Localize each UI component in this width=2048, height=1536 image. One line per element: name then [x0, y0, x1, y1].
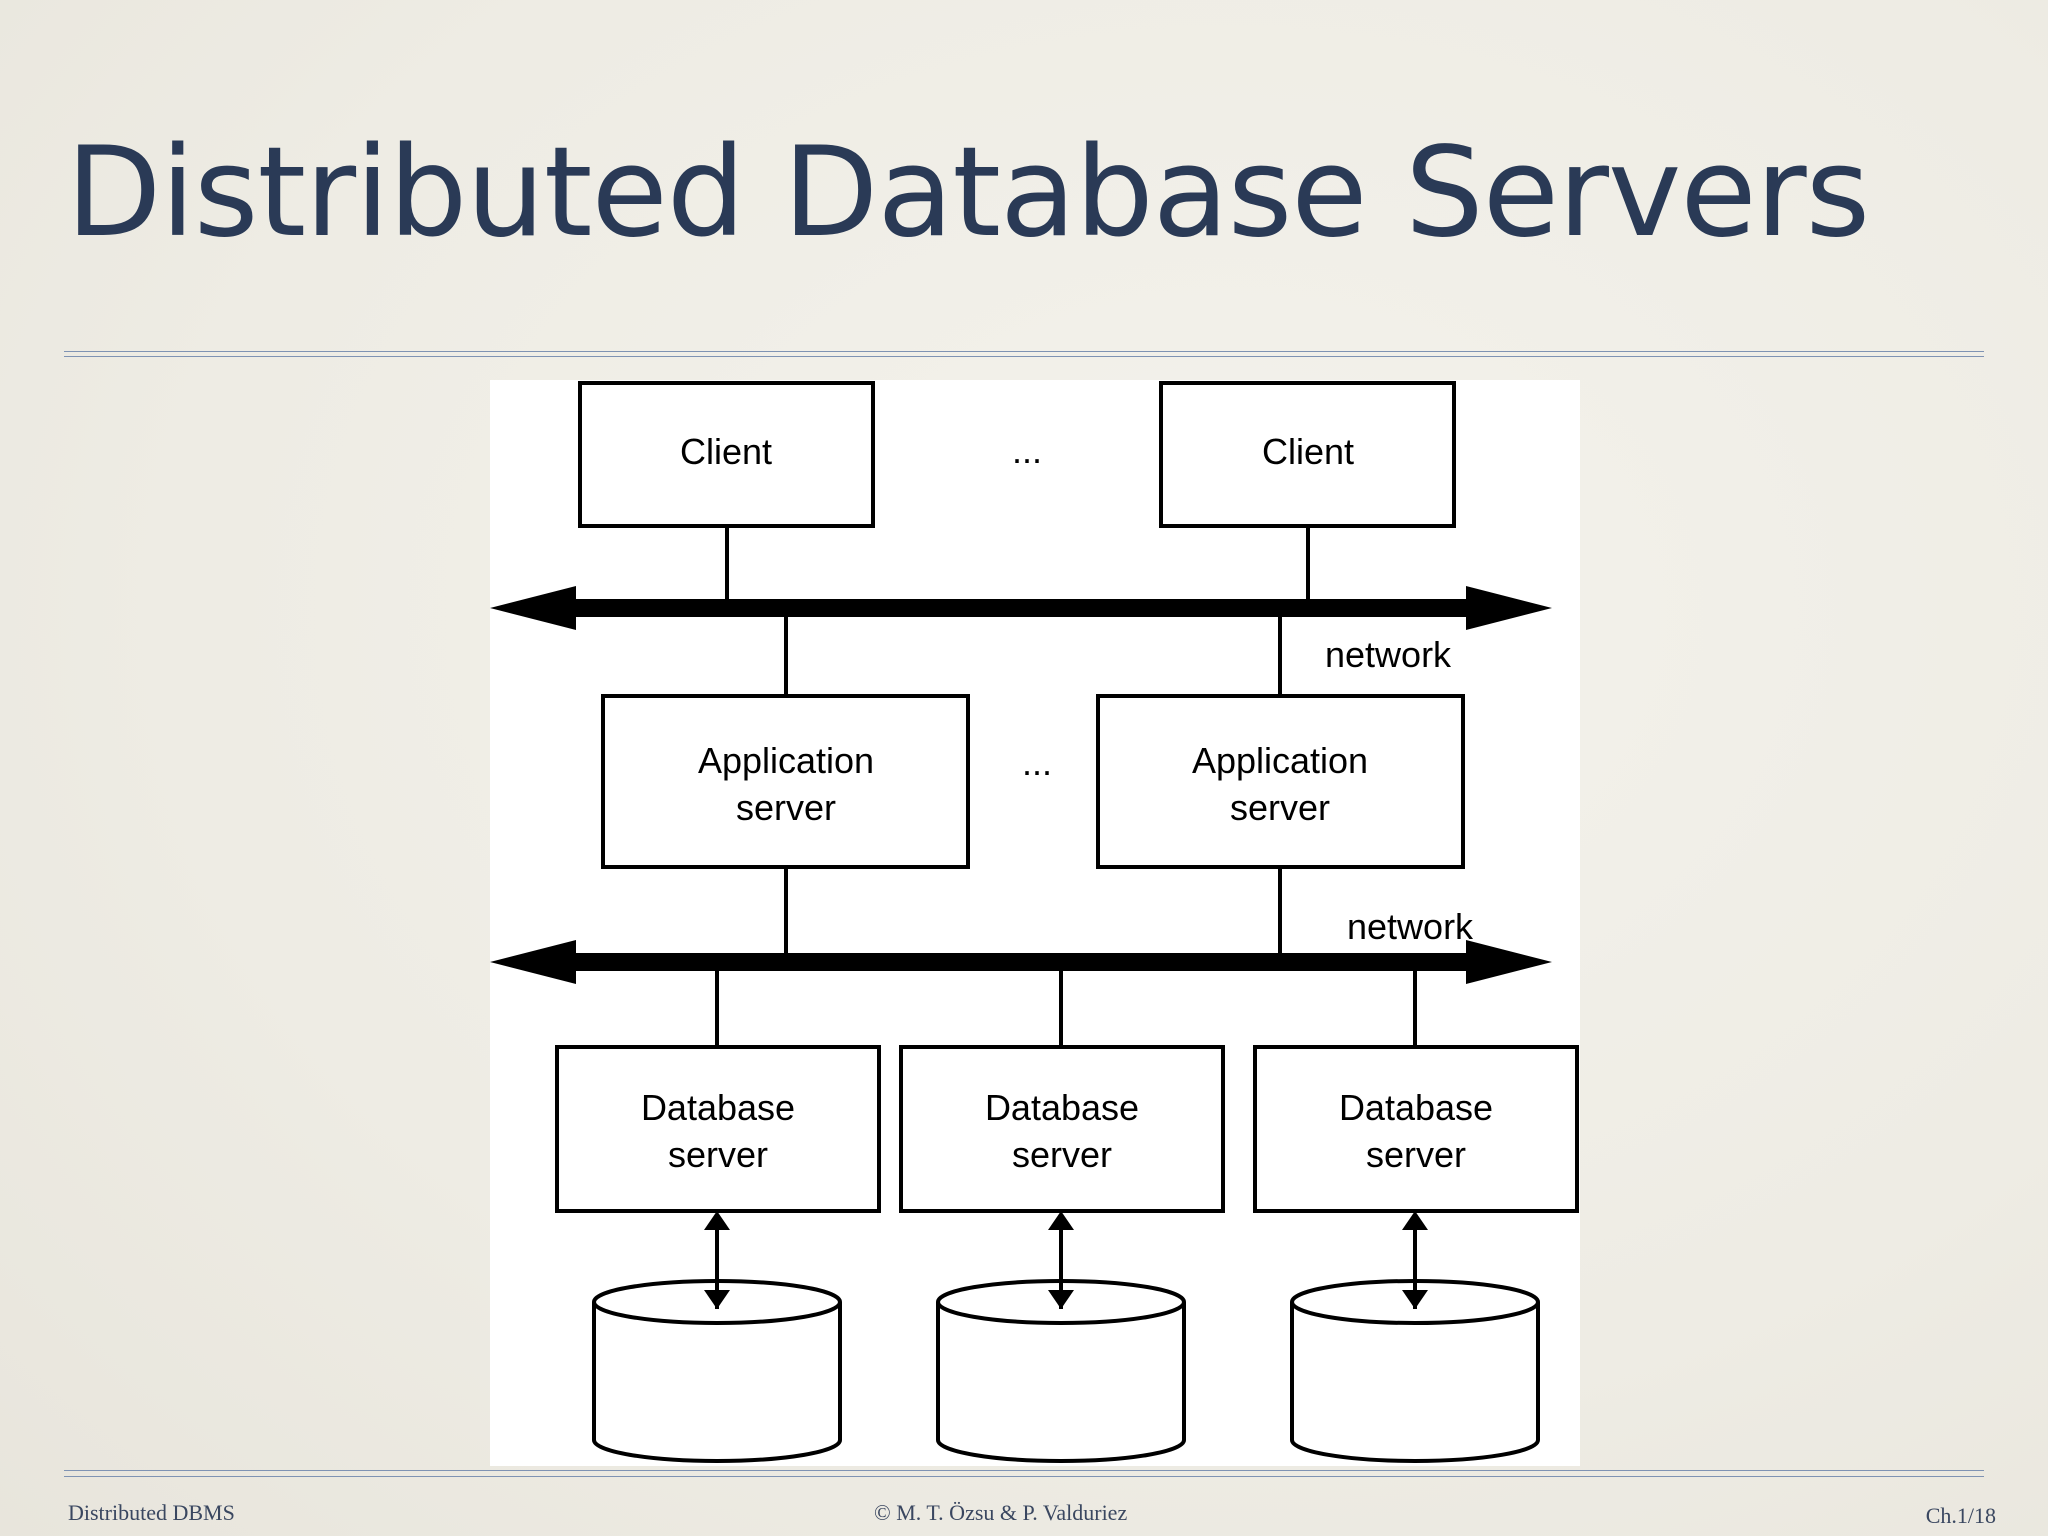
footer-course-name: Distributed DBMS	[68, 1500, 235, 1525]
database-cylinder-icon	[592, 1279, 842, 1463]
app-server-right-line2: server	[1230, 787, 1330, 828]
client-box-right	[1159, 381, 1456, 528]
slide-title: Distributed Database Servers	[66, 121, 1870, 265]
db-server-3-line1: Database	[1339, 1087, 1493, 1128]
db-server-3-line2: server	[1366, 1134, 1466, 1175]
network-bus-2	[490, 940, 1552, 984]
database-cylinder-icon	[1290, 1279, 1540, 1463]
architecture-diagram: Client Client ... network Application se…	[490, 380, 1580, 1466]
network-label-2: network	[1347, 906, 1474, 947]
app-server-box-right	[1096, 694, 1465, 869]
footer-rule-bottom	[64, 1476, 1984, 1477]
db-server-2-line1: Database	[985, 1087, 1139, 1128]
footer-copyright: © M. T. Özsu & P. Valduriez	[874, 1500, 1128, 1525]
database-cylinder-icon	[936, 1279, 1186, 1463]
db-server-box-3	[1253, 1045, 1579, 1213]
client-box-left	[578, 381, 875, 528]
app-server-box-left	[601, 694, 970, 869]
app-server-ellipsis: ...	[1022, 742, 1052, 783]
footer-rule-top	[64, 1470, 1984, 1471]
app-server-left-line1: Application	[698, 740, 874, 781]
app-server-left-line2: server	[736, 787, 836, 828]
db-server-1-line2: server	[668, 1134, 768, 1175]
db-server-box-2	[899, 1045, 1225, 1213]
app-server-right-line1: Application	[1192, 740, 1368, 781]
client-label-left: Client	[680, 431, 772, 472]
title-rule-top	[64, 351, 1984, 352]
client-label-right: Client	[1262, 431, 1354, 472]
footer-slide-number: Ch.1/18	[1925, 1503, 1996, 1528]
network-label-1: network	[1325, 634, 1452, 675]
db-server-2-line2: server	[1012, 1134, 1112, 1175]
network-bus-1	[490, 586, 1552, 630]
db-server-box-1	[555, 1045, 881, 1213]
client-ellipsis: ...	[1012, 430, 1042, 471]
db-server-1-line1: Database	[641, 1087, 795, 1128]
title-rule-bottom	[64, 356, 1984, 357]
